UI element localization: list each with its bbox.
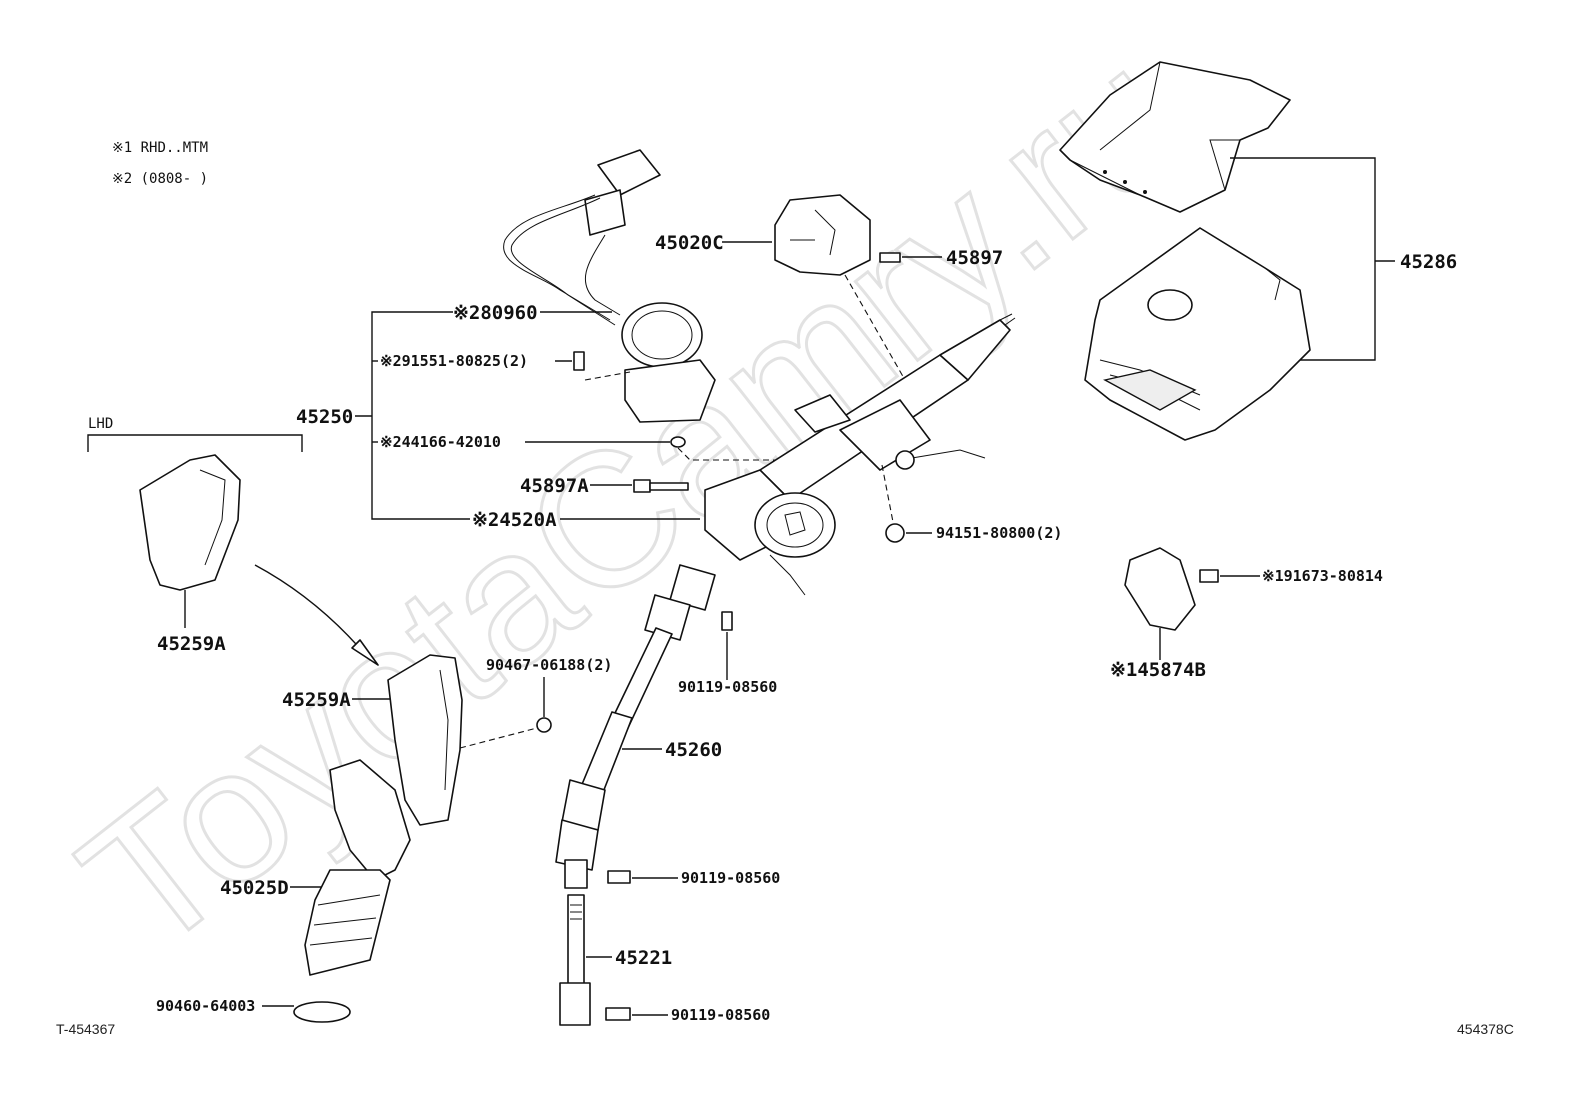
callout-90467: 90467-06188(2): [486, 656, 612, 674]
bolt-45897A-drawing: [633, 479, 689, 493]
callout-4520A: ※24520A: [472, 509, 557, 531]
callout-44166: ※244166-42010: [380, 433, 501, 451]
callout-45259A-lhd: 45259A: [157, 633, 226, 655]
note-1: ※1 RHD..MTM: [112, 140, 208, 156]
bolt-45897-drawing: [879, 252, 901, 263]
callout-45260: 45260: [665, 739, 722, 761]
leader-45286-bracket: [1230, 157, 1376, 361]
steering-lock-harness-drawing: [503, 149, 716, 423]
callout-94151: 94151-80800(2): [936, 524, 1062, 542]
lower-shaft-drawing: [559, 894, 591, 1026]
nut-94151-drawing: [885, 523, 905, 543]
clamp-90460-drawing: [293, 1001, 351, 1023]
callout-45897A: 45897A: [520, 475, 589, 497]
column-clamp-drawing: [774, 194, 871, 276]
cover-45259A-lhd-drawing: [139, 454, 241, 591]
dash-cover-clip: [459, 727, 538, 749]
note-2: ※2 (0808- ): [112, 171, 208, 187]
screw-91551-drawing: [573, 351, 585, 371]
lower-column-cover-drawing: [1084, 227, 1311, 441]
boot-45025D-drawing: [304, 759, 411, 976]
callout-90460: 90460-64003: [156, 997, 255, 1015]
o-ring-44166: [670, 436, 686, 448]
callout-91673: ※191673-80814: [1262, 567, 1383, 585]
diagram-code-right: 454378C: [1457, 1021, 1514, 1037]
callout-45259A: 45259A: [282, 689, 351, 711]
callout-45020C: 45020C: [655, 232, 724, 254]
diagram-code-left: T-454367: [56, 1021, 115, 1037]
steering-column-drawing: [704, 313, 1016, 596]
callout-45286: 45286: [1400, 251, 1457, 273]
callout-80960: ※280960: [453, 302, 538, 324]
callout-45897: 45897: [946, 247, 1003, 269]
bolt-90119-c-drawing: [605, 1007, 631, 1021]
bolt-90119-b-drawing: [607, 870, 631, 884]
leader-45250-bracket: [371, 311, 470, 520]
callout-45025D: 45025D: [220, 877, 289, 899]
callout-45221: 45221: [615, 947, 672, 969]
upper-column-cover-drawing: [1059, 61, 1291, 213]
arrow-head: [351, 639, 379, 666]
cover-45259A-drawing: [387, 654, 463, 826]
intermediate-shaft-drawing: [555, 564, 716, 889]
callout-91551: ※291551-80825(2): [380, 352, 528, 370]
dash-ring-column: [677, 447, 791, 501]
callout-90119-b: 90119-08560: [681, 869, 780, 887]
screw-91673-drawing: [1199, 569, 1219, 583]
dash-clamp-column: [844, 274, 906, 381]
bolt-90119-a-drawing: [721, 611, 733, 631]
callout-45250: 45250: [296, 406, 353, 428]
callout-90119-a: 90119-08560: [678, 678, 777, 696]
callout-45874B: ※145874B: [1110, 659, 1206, 681]
dash-screw-lock: [584, 371, 631, 381]
callout-90119-c: 90119-08560: [671, 1006, 770, 1024]
lhd-bracket: [87, 434, 303, 452]
cover-45874B-drawing: [1124, 547, 1196, 631]
clip-90467-drawing: [536, 717, 552, 733]
dash-column-nut: [881, 464, 894, 523]
lhd-label: LHD: [88, 416, 113, 432]
